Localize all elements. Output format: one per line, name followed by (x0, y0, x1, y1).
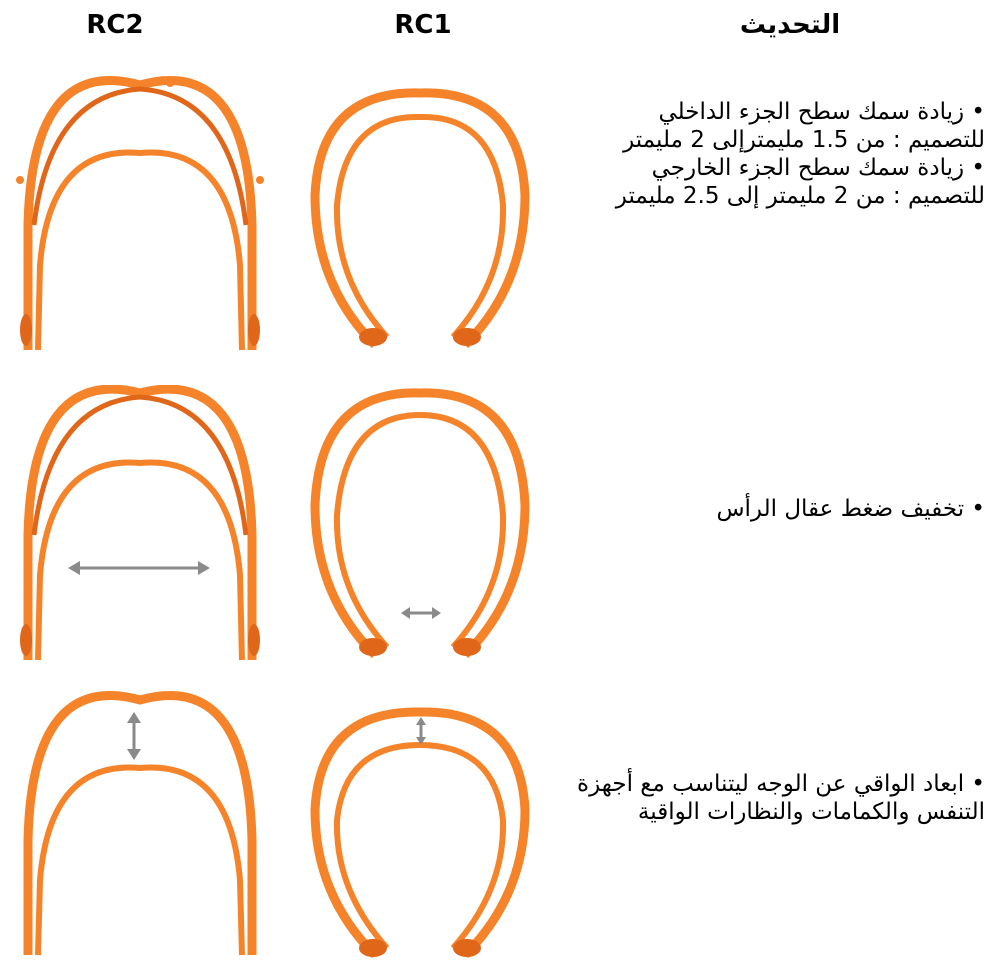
rc2-frame-drawing (16, 76, 264, 350)
rc1-frame-image-row3 (295, 690, 545, 960)
rc1-frame-drawing (310, 88, 530, 349)
rc1-frame-drawing (310, 388, 530, 659)
update-description-row1: • زيادة سمك سطح الجزء الداخلي للتصميم : … (575, 98, 985, 210)
update-line: • تخفيف ضغط عقال الرأس (716, 496, 985, 522)
update-line: • زيادة سمك سطح الجزء الخارجي للتصميم : … (615, 155, 985, 209)
update-description-row3: • ابعاد الواقي عن الوجه ليتناسب مع أجهزة… (575, 770, 985, 826)
update-description-row2: • تخفيف ضغط عقال الرأس (575, 495, 985, 523)
rc1-frame-drawing (310, 707, 530, 959)
update-line: • ابعاد الواقي عن الوجه ليتناسب مع أجهزة… (577, 771, 985, 825)
rc1-frame-image-row2 (295, 385, 545, 665)
rc2-frame-image-row1 (10, 75, 270, 350)
rc2-frame-drawing (23, 691, 257, 956)
rc2-frame-image-row3 (10, 690, 270, 960)
column-header-update: التحديث (739, 10, 841, 40)
rc1-frame-image-row1 (295, 75, 545, 355)
rc2-frame-drawing (20, 385, 260, 661)
rc2-frame-image-row2 (10, 385, 270, 665)
update-line: • زيادة سمك سطح الجزء الداخلي للتصميم : … (623, 99, 985, 153)
column-header-rc1: RC1 (394, 10, 452, 40)
column-header-rc2: RC2 (86, 10, 144, 40)
